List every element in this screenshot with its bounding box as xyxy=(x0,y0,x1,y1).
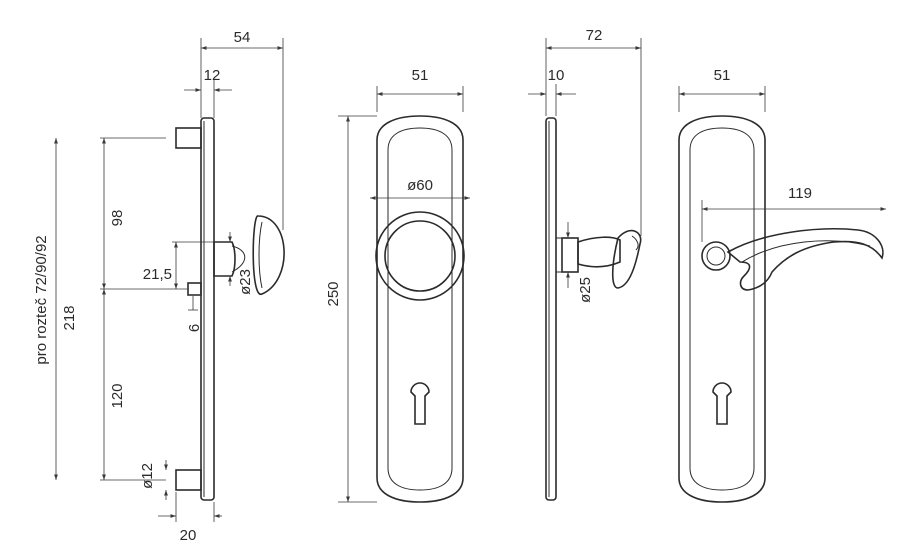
plate-side xyxy=(200,117,215,501)
plate-outline-lever xyxy=(678,115,766,503)
keyhole xyxy=(410,382,430,425)
dim-depth-total-lever: 72 xyxy=(586,27,603,44)
dim-depth-total: 54 xyxy=(234,29,251,46)
side-view-knob: 54 12 98 120 218 pro rozteč 72/90/92 21,… xyxy=(33,29,285,544)
dim-plate-thickness-lever: 10 xyxy=(548,67,565,84)
lever-rosette xyxy=(561,237,579,273)
knob-inner xyxy=(384,220,456,292)
spacing-label: pro rozteč 72/90/92 xyxy=(33,235,50,364)
plate-inner-bevel xyxy=(387,127,453,491)
dim-upper-distance: 98 xyxy=(109,210,126,227)
dim-neck-diameter: ø25 xyxy=(577,277,594,303)
dim-width: 51 xyxy=(412,67,429,84)
dim-pin-diameter: ø12 xyxy=(139,463,156,489)
plate-side-lever xyxy=(545,117,557,501)
lever-neck xyxy=(577,236,621,268)
lever-rosette-front xyxy=(701,241,731,271)
dim-knob-diameter-side: ø23 xyxy=(237,269,254,295)
knob-neck xyxy=(213,241,236,277)
front-view-lever: 51 119 xyxy=(678,67,886,503)
plate-inner-bevel-lever xyxy=(689,127,755,491)
dim-lower-distance: 120 xyxy=(109,383,126,408)
front-view-knob: 51 ø60 250 xyxy=(325,67,470,503)
plate-outline xyxy=(376,115,464,503)
dim-knob-diameter-front: ø60 xyxy=(407,177,433,194)
side-view-lever: 72 10 ø25 xyxy=(528,27,642,501)
lever-handle-end xyxy=(611,229,642,289)
dim-base-width: 20 xyxy=(180,527,197,544)
dim-rosette-height: 6 xyxy=(186,324,203,332)
keyhole-lever xyxy=(712,382,732,425)
dim-width-lever: 51 xyxy=(714,67,731,84)
dim-height: 250 xyxy=(325,281,342,306)
dim-lever-length: 119 xyxy=(788,185,812,202)
bottom-pin xyxy=(175,469,202,491)
top-pin xyxy=(175,127,202,149)
dim-plate-thickness: 12 xyxy=(204,67,221,84)
dim-total-spacing: 218 xyxy=(61,305,78,330)
knob-outer xyxy=(375,211,465,301)
lever-handle xyxy=(726,228,884,291)
knob-side xyxy=(252,215,285,295)
small-rosette xyxy=(187,282,202,296)
dim-rosette-offset: 21,5 xyxy=(143,266,172,283)
